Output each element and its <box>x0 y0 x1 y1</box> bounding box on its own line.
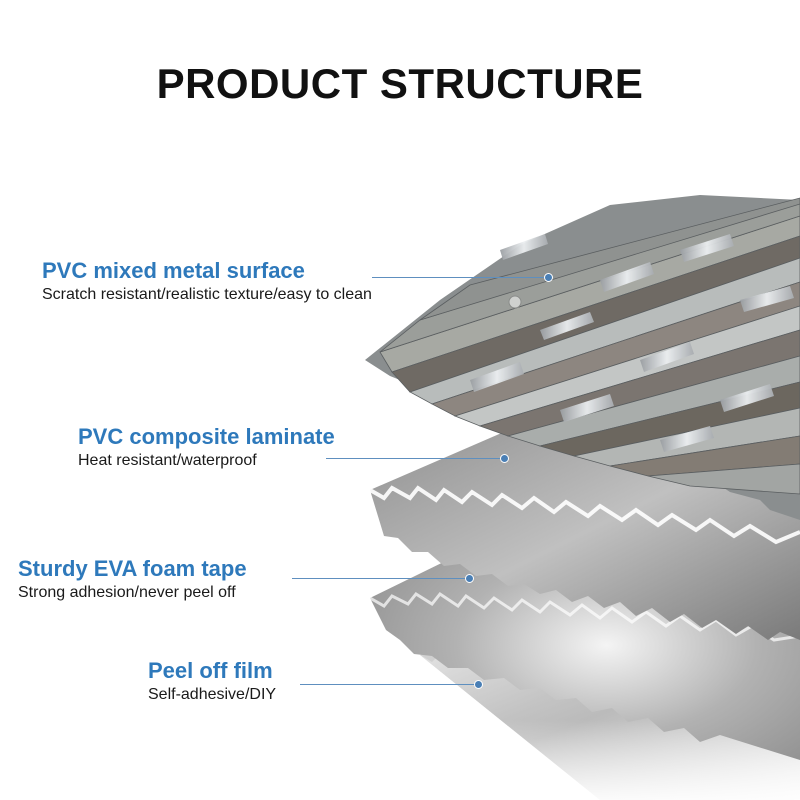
layer-description: Heat resistant/waterproof <box>78 452 257 469</box>
layer-heading: Peel off film <box>148 658 273 683</box>
callout-peel-off-film: Peel off film Self-adhesive/DIY <box>148 658 276 706</box>
callout-pvc-mixed-metal-surface: PVC mixed metal surface Scratch resistan… <box>42 258 372 306</box>
plank-rows <box>379 197 800 495</box>
callout-sturdy-eva-foam-tape: Sturdy EVA foam tape Strong adhesion/nev… <box>18 556 247 604</box>
leader-line-2 <box>326 458 506 459</box>
layer-heading: Sturdy EVA foam tape <box>18 556 247 581</box>
marker-dot-3 <box>465 574 474 583</box>
layer-description: Strong adhesion/never peel off <box>18 584 236 601</box>
metal-strips <box>470 234 794 452</box>
leader-line-4 <box>300 684 480 685</box>
layer-heading: PVC mixed metal surface <box>42 258 305 283</box>
leader-line-3 <box>292 578 470 579</box>
marker-dot-2 <box>500 454 509 463</box>
page-title: PRODUCT STRUCTURE <box>156 60 644 107</box>
layer-heading: PVC composite laminate <box>78 424 335 449</box>
marker-dot-4 <box>474 680 483 689</box>
leader-line-1 <box>372 277 548 278</box>
layer-description: Self-adhesive/DIY <box>148 686 277 703</box>
layer-description: Scratch resistant/realistic texture/easy… <box>42 286 372 303</box>
marker-dot-1 <box>544 273 553 282</box>
pvc-mixed-metal-surface-layer <box>365 195 800 520</box>
callout-pvc-composite-laminate: PVC composite laminate Heat resistant/wa… <box>78 424 335 472</box>
